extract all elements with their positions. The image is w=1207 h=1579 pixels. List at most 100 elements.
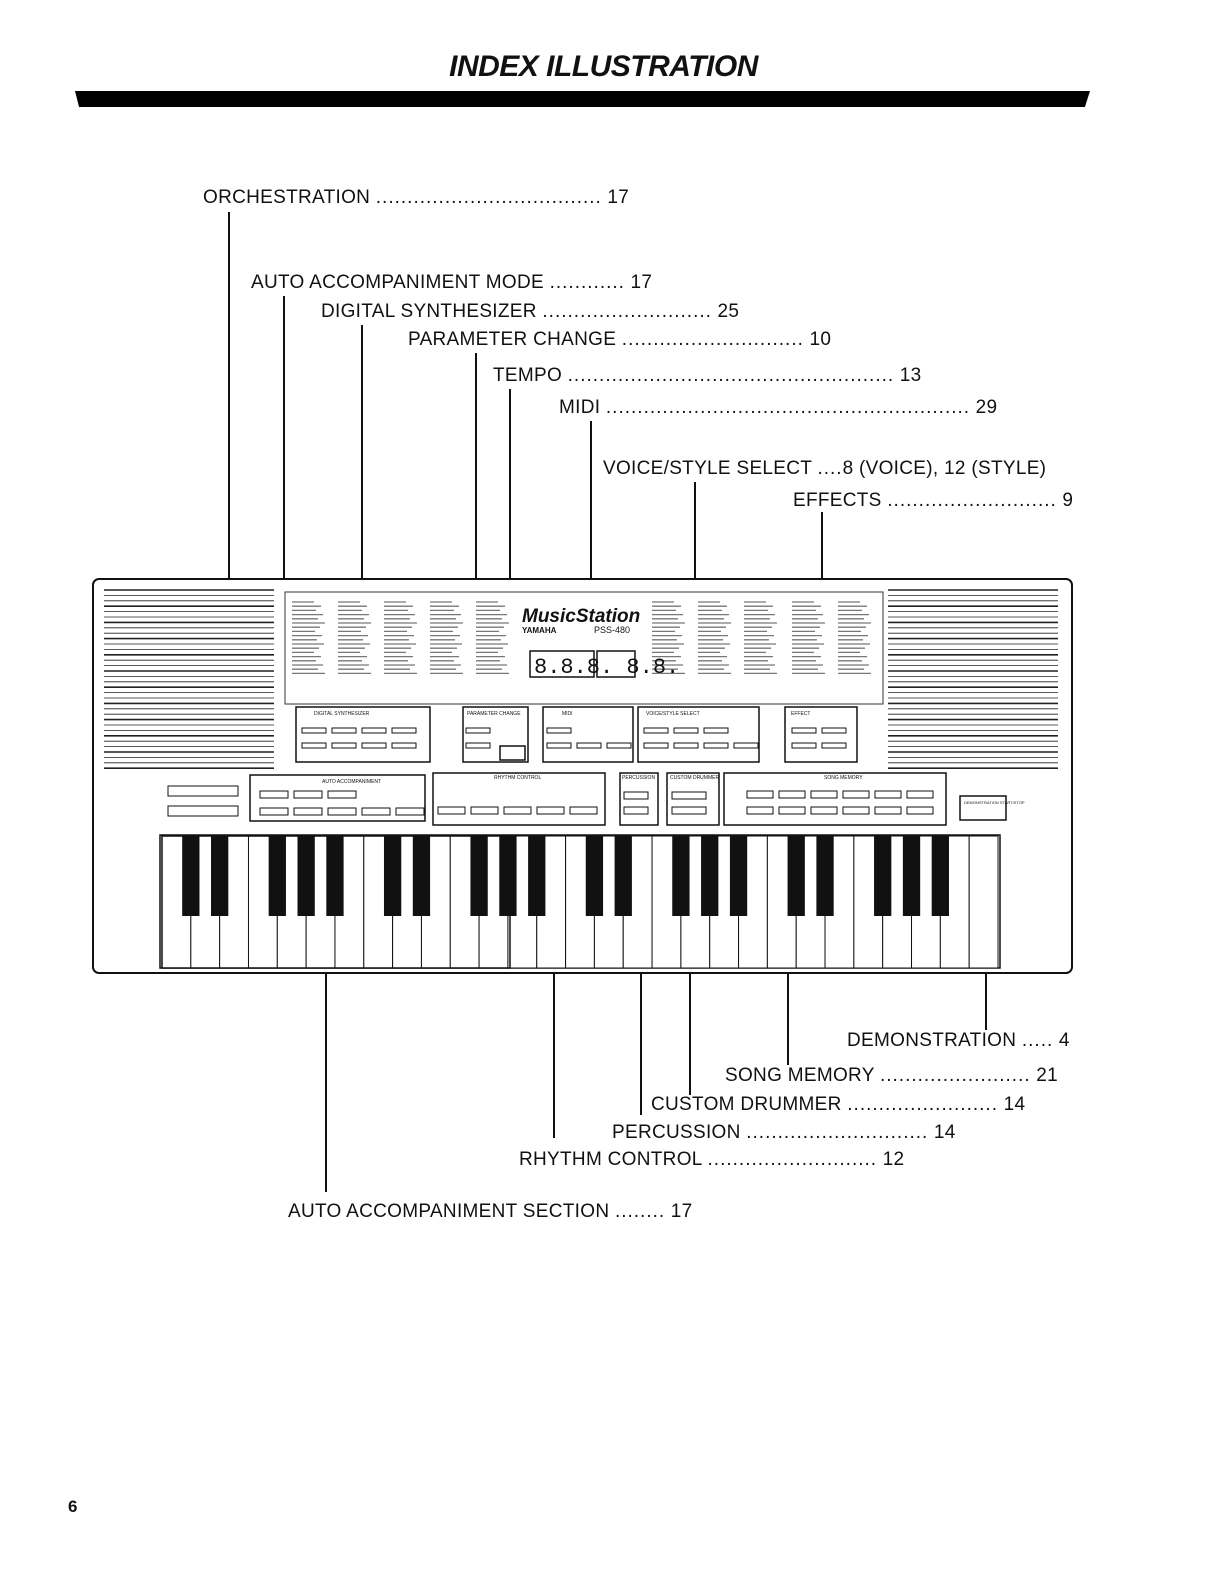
music-station-logo: MusicStation: [522, 606, 640, 627]
tempo-display: [529, 650, 595, 678]
leader-parameter-change: [475, 353, 477, 710]
panel-button: [331, 742, 357, 749]
panel-button: [503, 806, 532, 815]
label-effects: EFFECTS ........................... 9: [793, 490, 1074, 511]
volume-control: [167, 805, 239, 817]
voice-display: [596, 650, 636, 678]
black-key: [816, 836, 834, 916]
panel-button: [569, 806, 598, 815]
white-key: [968, 835, 999, 969]
black-keys: [182, 836, 949, 916]
label-digital-synthesizer: DIGITAL SYNTHESIZER ....................…: [321, 301, 740, 322]
black-key: [470, 836, 488, 916]
panel-button: [259, 790, 289, 799]
black-key: [672, 836, 690, 916]
white-keys: [161, 835, 999, 969]
label-auto-accompaniment-mode: AUTO ACCOMPANIMENT MODE ............ 17: [251, 272, 653, 293]
svg-text:EFFECT: EFFECT: [791, 711, 810, 717]
panel-button: [874, 790, 902, 799]
label-voice-style-select: VOICE/STYLE SELECT ....8 (VOICE), 12 (ST…: [603, 458, 1047, 479]
leader-auto-accompaniment-section: [325, 970, 327, 1192]
keyboard-illustration: MusicStation YAMAHA PSS-480 8.8.8. 8.8. …: [92, 578, 1073, 974]
effect-section: EFFECT: [784, 706, 858, 763]
panel-button: [671, 806, 707, 815]
panel-button: [821, 727, 847, 734]
panel-button: [437, 806, 466, 815]
panel-button: [395, 807, 425, 816]
label-custom-drummer: CUSTOM DRUMMER ........................ …: [651, 1094, 1026, 1115]
lower-panel-buttons: [259, 790, 934, 816]
page-title: INDEX ILLUSTRATION: [449, 50, 758, 83]
black-key: [297, 836, 315, 916]
panel-button: [810, 790, 838, 799]
panel-button: [821, 742, 847, 749]
panel-button: [671, 791, 707, 800]
parameter-change-section: PARAMETER CHANGE: [462, 706, 529, 763]
page-number: 6: [68, 1497, 78, 1516]
panel-button: [361, 807, 391, 816]
panel-button: [301, 742, 327, 749]
panel-button: [391, 742, 417, 749]
black-key: [874, 836, 892, 916]
panel-button: [259, 807, 289, 816]
panel-button: [546, 742, 572, 749]
panel-button: [327, 790, 357, 799]
black-key: [528, 836, 546, 916]
panel-button: [703, 727, 729, 734]
panel-button: [778, 806, 806, 815]
panel-button: [465, 742, 491, 749]
panel-button: [810, 806, 838, 815]
leader-midi: [590, 421, 592, 710]
tempo-buttons: [499, 745, 526, 761]
panel-button: [842, 790, 870, 799]
panel-button: [673, 742, 699, 749]
label-song-memory: SONG MEMORY ........................ 21: [725, 1065, 1058, 1086]
rhythm-control-section: RHYTHM CONTROL: [432, 772, 606, 826]
auto-accompaniment-section: AUTO ACCOMPANIMENT: [249, 774, 426, 822]
title-rule: [75, 91, 1090, 107]
svg-text:PERCUSSION: PERCUSSION: [622, 775, 655, 781]
panel-button: [906, 806, 934, 815]
leader-tempo: [509, 389, 511, 746]
panel-button: [470, 806, 499, 815]
svg-text:SONG MEMORY: SONG MEMORY: [824, 775, 863, 781]
black-key: [383, 836, 402, 916]
panel-button: [293, 790, 323, 799]
panel-button: [791, 742, 817, 749]
label-orchestration: ORCHESTRATION ..........................…: [203, 187, 630, 208]
panel-button: [791, 727, 817, 734]
label-percussion: PERCUSSION .............................…: [612, 1122, 956, 1143]
svg-text:AUTO ACCOMPANIMENT: AUTO ACCOMPANIMENT: [322, 779, 381, 785]
black-key: [701, 836, 719, 916]
label-auto-accompaniment-section: AUTO ACCOMPANIMENT SECTION ........ 17: [288, 1201, 693, 1222]
song-memory-section: SONG MEMORY: [723, 772, 947, 826]
panel-button: [301, 727, 327, 734]
panel-button: [623, 791, 649, 800]
panel-button: [874, 806, 902, 815]
brand-label: YAMAHA: [522, 626, 557, 635]
panel-button: [733, 742, 759, 749]
panel-button: [906, 790, 934, 799]
panel-button: [327, 807, 357, 816]
black-key: [499, 836, 517, 916]
leader-digital-synthesizer: [361, 325, 363, 710]
black-key: [902, 836, 921, 916]
black-key: [931, 836, 949, 916]
leader-orchestration: [228, 212, 230, 818]
label-parameter-change: PARAMETER CHANGE .......................…: [408, 329, 832, 350]
panel-button: [746, 790, 774, 799]
svg-text:PARAMETER CHANGE: PARAMETER CHANGE: [467, 711, 521, 717]
display-digits: 8.8.8. 8.8.: [534, 655, 679, 680]
panel-button: [643, 727, 669, 734]
black-key: [614, 836, 632, 916]
panel-button: [465, 727, 491, 734]
voice-style-select-section: VOICE/STYLE SELECT: [637, 706, 760, 763]
panel-button: [391, 727, 417, 734]
panel-button: [361, 727, 387, 734]
voice-list-panel: [284, 591, 884, 705]
black-key: [412, 836, 431, 916]
model-label: PSS-480: [594, 625, 630, 635]
svg-text:MIDI: MIDI: [562, 711, 573, 717]
panel-button: [623, 806, 649, 815]
left-speaker-grille: [104, 589, 274, 769]
